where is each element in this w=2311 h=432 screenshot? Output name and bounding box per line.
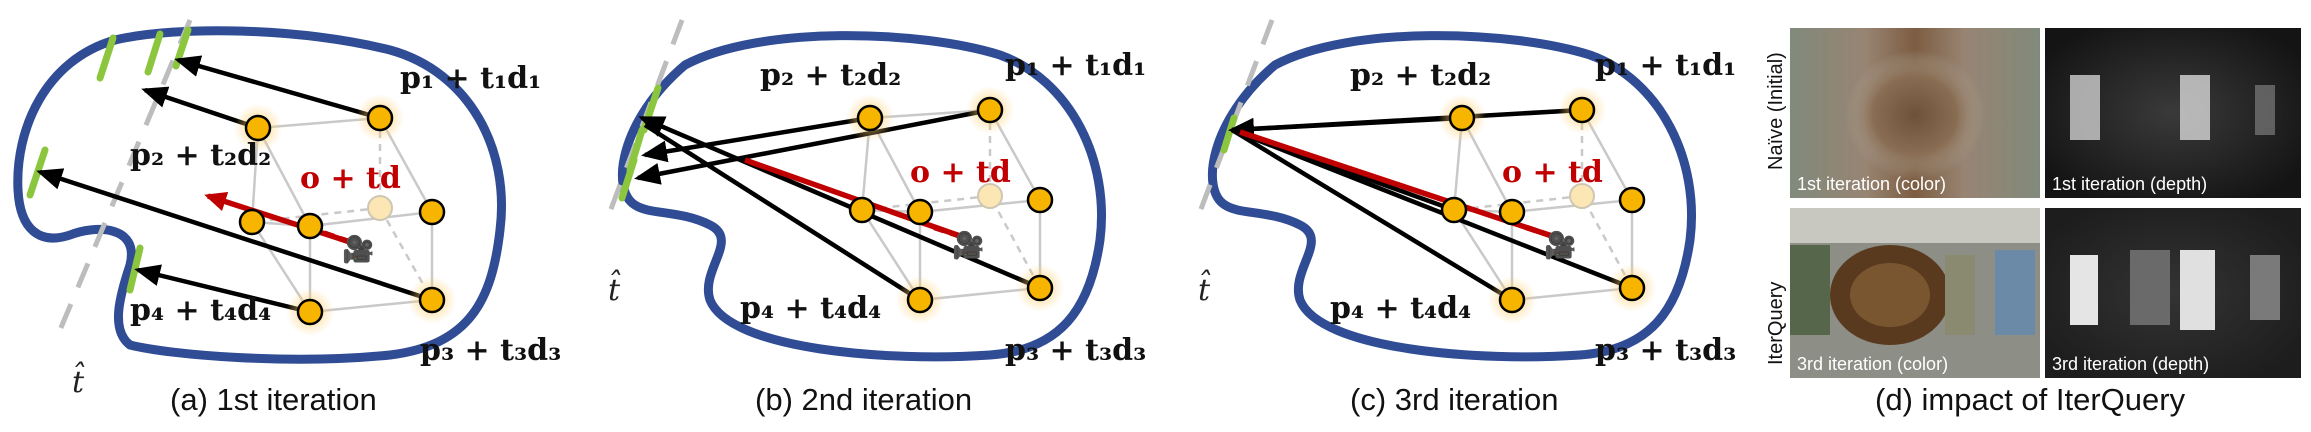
hit-marker (96, 34, 117, 82)
scene-boundary (618, 31, 1106, 362)
frustum-cage (860, 108, 1043, 302)
panel-a: t̂ 🎥 (13, 19, 561, 417)
camera-icon: 🎥 (342, 234, 374, 265)
sample-point (856, 104, 884, 132)
camera-icon: 🎥 (952, 230, 984, 261)
sample-point (244, 114, 272, 142)
caption-d: (d) impact of IterQuery (1875, 382, 2186, 417)
thumb-naive-depth: 1st iteration (depth) (2045, 28, 2301, 198)
ray-p3 (638, 115, 1041, 291)
origin-ray-dashed (317, 228, 351, 245)
ray-p2 (641, 115, 871, 163)
thumb-naive-color: 1st iteration (color) (1790, 28, 2040, 198)
sample-point (1498, 198, 1526, 226)
sample-point (1498, 286, 1526, 314)
ray-p2 (1231, 115, 1463, 133)
label-p2: p₂ + t₂d₂ (1350, 58, 1491, 93)
label-p3: p₃ + t₃d₃ (1005, 333, 1146, 368)
sample-point (1026, 186, 1054, 214)
sample-point (418, 198, 446, 226)
label-p1: p₁ + t₁d₁ (400, 61, 541, 96)
label-p4: p₄ + t₄d₄ (1330, 291, 1471, 326)
sample-point (1448, 104, 1476, 132)
label-p2: p₂ + t₂d₂ (760, 58, 901, 93)
sample-point (1440, 196, 1468, 224)
origin-ray (1239, 129, 1553, 239)
caption-c: (c) 3rd iteration (1350, 382, 1558, 417)
thumb-iterquery-color: 3rd iteration (color) (1790, 208, 2040, 378)
hit-marker (618, 156, 638, 202)
sample-point (366, 104, 394, 132)
scene-boundary (13, 26, 506, 364)
sample-point (418, 286, 446, 314)
frustum-cage (1452, 108, 1635, 302)
sample-point (906, 198, 934, 226)
sample-point (1618, 186, 1646, 214)
ray-p4 (1230, 128, 1514, 302)
ray-p1 (634, 107, 991, 185)
origin-ray-dashed (1521, 223, 1553, 239)
label-p1: p₁ + t₁d₁ (1005, 48, 1146, 83)
sample-point (1618, 274, 1646, 302)
sample-point (238, 208, 266, 236)
sample-point (296, 212, 324, 240)
ray-p3 (36, 168, 433, 303)
sample-point (1568, 96, 1596, 124)
camera-icon: 🎥 (1544, 230, 1576, 261)
row-label-iterquery: IterQuery (1765, 282, 1787, 365)
scene-boundary (1208, 31, 1696, 362)
thumb-label: 1st iteration (depth) (2052, 174, 2207, 194)
ray-p4 (643, 123, 922, 302)
panel-b: t̂ 🎥 p₁ + t₁d₁ p₂ + t₂d₂ (602, 19, 1146, 417)
axis-label: t̂ (608, 269, 621, 308)
thumb-label: 3rd iteration (color) (1797, 354, 1948, 374)
origin-ray-dashed (929, 223, 961, 239)
row-label-naive: Naïve (Initial) (1765, 52, 1787, 170)
caption-b: (b) 2nd iteration (755, 382, 972, 417)
label-origin: o + td (910, 155, 1011, 190)
label-origin: o + td (1502, 155, 1603, 190)
thumb-label: 1st iteration (color) (1797, 174, 1946, 194)
axis-line (57, 19, 193, 331)
ray-p4 (134, 264, 311, 315)
hit-marker (144, 30, 164, 76)
sample-point-hidden (1569, 183, 1595, 209)
label-p3: p₃ + t₃d₃ (420, 333, 561, 368)
panel-c: t̂ 🎥 p₁ + t₁d₁ p₂ + t₂d₂ o (1192, 19, 1736, 417)
label-p3: p₃ + t₃d₃ (1595, 333, 1736, 368)
caption-a: (a) 1st iteration (170, 382, 377, 417)
frustum-cage (250, 116, 434, 314)
thumb-iterquery-depth: 3rd iteration (depth) (2045, 208, 2301, 378)
ray-p1 (174, 55, 381, 121)
label-origin: o + td (300, 161, 401, 196)
label-p4: p₄ + t₄d₄ (130, 293, 271, 328)
label-p4: p₄ + t₄d₄ (740, 291, 881, 326)
axis-label: t̂ (72, 361, 85, 400)
sample-point (1026, 274, 1054, 302)
sample-point-hidden (977, 183, 1003, 209)
sample-point (296, 298, 324, 326)
panel-d: Naïve (Initial) IterQuery 1st iteration … (1765, 28, 2301, 417)
sample-point-hidden (367, 195, 393, 221)
sample-point (906, 286, 934, 314)
label-p2: p₂ + t₂d₂ (130, 138, 271, 173)
sample-point (848, 196, 876, 224)
label-p1: p₁ + t₁d₁ (1595, 48, 1736, 83)
sample-point (976, 96, 1004, 124)
axis-label: t̂ (1198, 269, 1211, 308)
thumb-label: 3rd iteration (depth) (2052, 354, 2209, 374)
